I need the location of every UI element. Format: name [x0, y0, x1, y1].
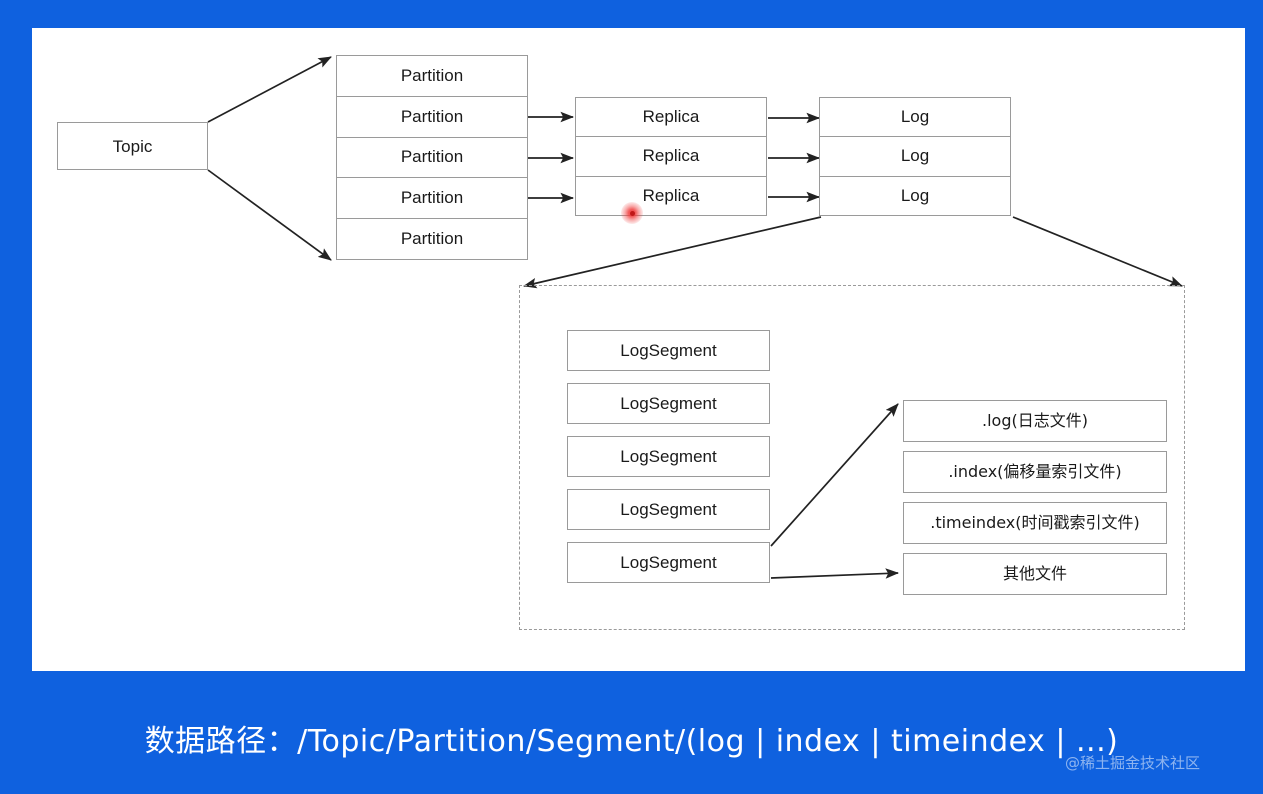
node-replica[interactable]: Replica	[576, 137, 766, 177]
node-replica-label: Replica	[642, 107, 700, 127]
node-partition-label: Partition	[400, 65, 464, 85]
node-segment-file-other[interactable]: 其他文件	[903, 553, 1167, 595]
node-partition-label: Partition	[400, 188, 464, 208]
cursor-marker	[621, 202, 643, 224]
diagram-panel: Topic Partition Partition Partition Part…	[32, 28, 1245, 671]
node-log-label: Log	[900, 107, 930, 127]
node-segment-file-index[interactable]: .index(偏移量索引文件)	[903, 451, 1167, 493]
node-replica-label: Replica	[642, 146, 700, 166]
node-partition[interactable]: Partition	[337, 178, 527, 220]
node-log-segment[interactable]: LogSegment	[567, 330, 770, 371]
node-log[interactable]: Log	[820, 177, 1010, 215]
node-topic[interactable]: Topic	[57, 122, 208, 170]
replica-stack: Replica Replica Replica	[575, 97, 767, 216]
node-log-segment-label: LogSegment	[620, 447, 717, 466]
node-partition[interactable]: Partition	[337, 97, 527, 138]
node-partition[interactable]: Partition	[337, 56, 527, 97]
node-partition-label: Partition	[400, 229, 464, 249]
partition-stack: Partition Partition Partition Partition …	[336, 55, 528, 260]
node-replica[interactable]: Replica	[576, 177, 766, 215]
node-log-label: Log	[900, 185, 930, 205]
node-partition-label: Partition	[400, 106, 464, 126]
node-log-segment-label: LogSegment	[620, 553, 717, 572]
node-partition[interactable]: Partition	[337, 138, 527, 179]
node-log-segment[interactable]: LogSegment	[567, 436, 770, 477]
watermark-label: @稀土掘金技术社区	[1065, 754, 1201, 772]
node-log-segment-label: LogSegment	[620, 500, 717, 519]
node-partition[interactable]: Partition	[337, 219, 527, 259]
node-segment-file-log[interactable]: .log(日志文件)	[903, 400, 1167, 442]
node-replica-label: Replica	[642, 185, 700, 205]
log-stack: Log Log Log	[819, 97, 1011, 216]
node-log-segment[interactable]: LogSegment	[567, 542, 770, 583]
node-segment-file-timeindex-label: .timeindex(时间戳索引文件)	[930, 513, 1140, 532]
node-log-segment-label: LogSegment	[620, 394, 717, 413]
data-path-caption: 数据路径：/Topic/Partition/Segment/(log | ind…	[144, 724, 1119, 759]
node-log[interactable]: Log	[820, 98, 1010, 138]
node-segment-file-other-label: 其他文件	[1002, 564, 1067, 583]
node-log-segment-label: LogSegment	[620, 341, 717, 360]
node-segment-file-log-label: .log(日志文件)	[982, 411, 1088, 430]
log-detail-container	[519, 285, 1185, 630]
node-replica[interactable]: Replica	[576, 98, 766, 138]
node-log-label: Log	[900, 146, 930, 166]
node-log-segment[interactable]: LogSegment	[567, 383, 770, 424]
node-log-segment[interactable]: LogSegment	[567, 489, 770, 530]
node-segment-file-timeindex[interactable]: .timeindex(时间戳索引文件)	[903, 502, 1167, 544]
node-log[interactable]: Log	[820, 137, 1010, 177]
node-partition-label: Partition	[400, 147, 464, 167]
node-segment-file-index-label: .index(偏移量索引文件)	[948, 462, 1122, 481]
node-topic-label: Topic	[112, 136, 153, 156]
